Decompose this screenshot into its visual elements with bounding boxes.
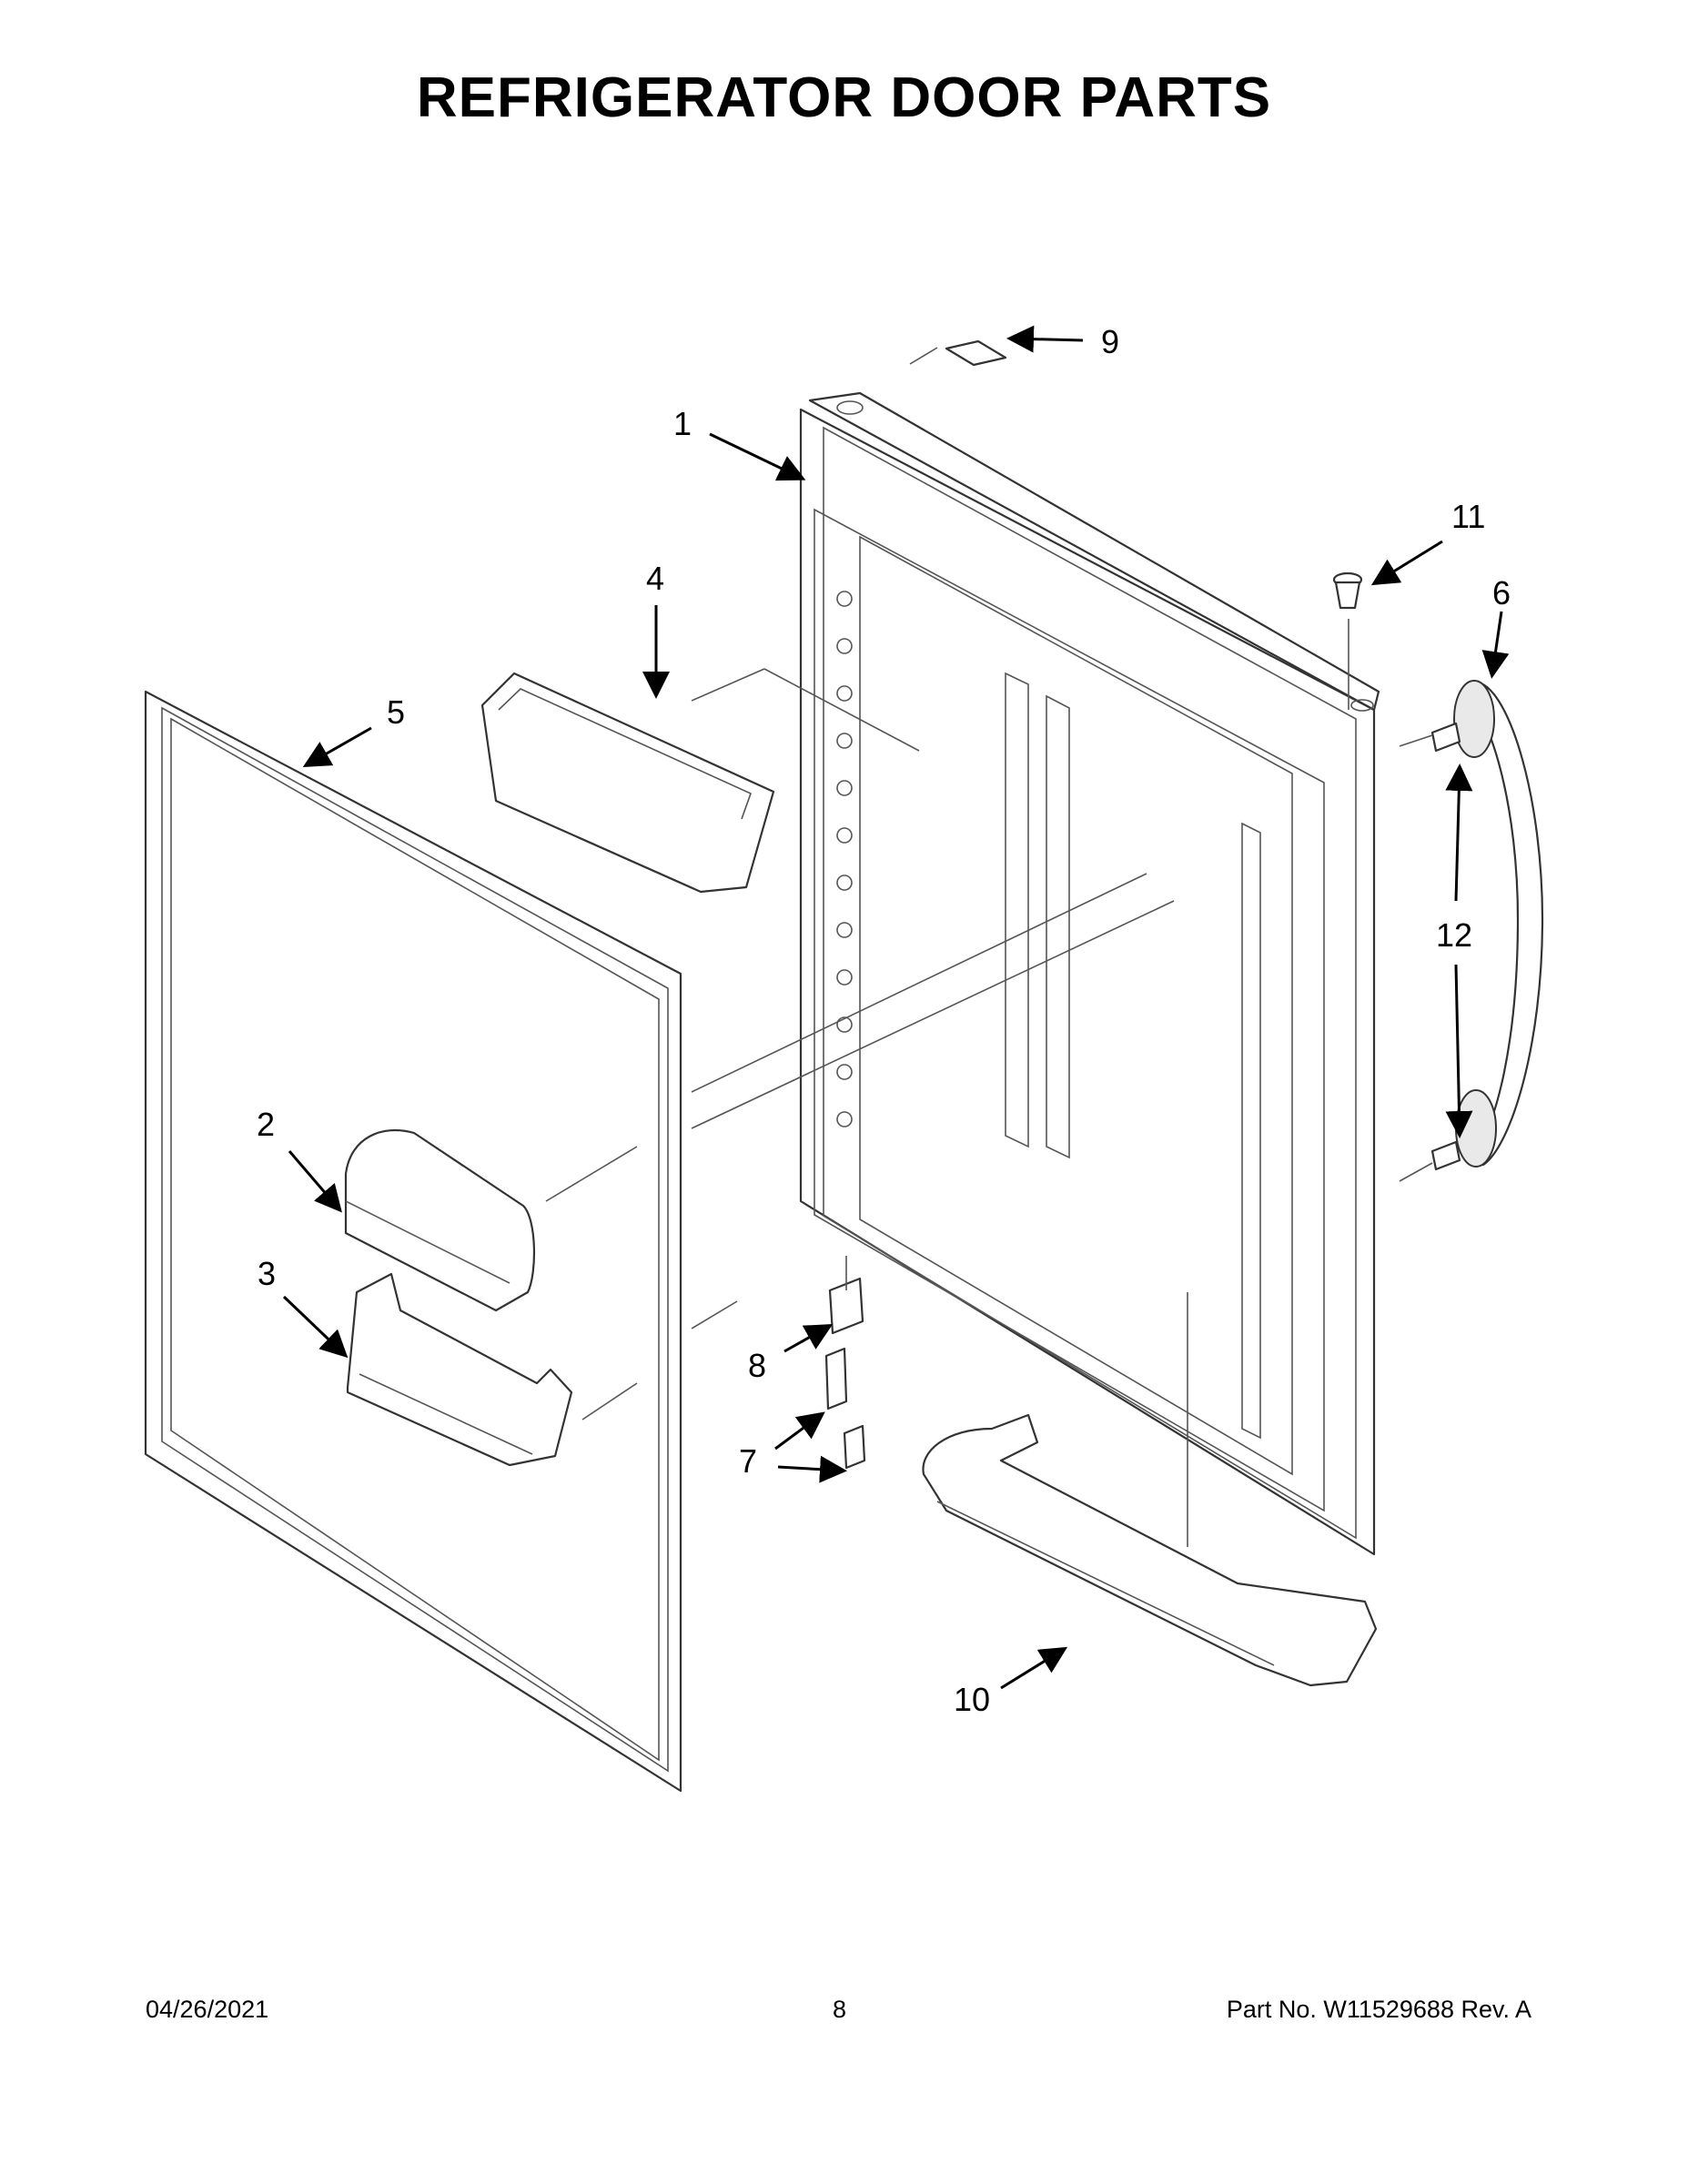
footer-part-number: Part No. W11529688 Rev. A (1226, 1996, 1531, 2023)
leader-arrows (282, 325, 1510, 1690)
door-liner (799, 391, 1380, 1556)
callout-7: 7 (739, 1442, 757, 1480)
callout-8: 8 (748, 1347, 766, 1384)
top-plug (945, 339, 1007, 367)
hinge-bracket (828, 1277, 864, 1335)
callout-11: 11 (1451, 498, 1485, 535)
bottom-door-bin (922, 1413, 1378, 1687)
callout-1: 1 (673, 405, 692, 442)
alignment-lines (545, 347, 1433, 1547)
footer-page-number: 8 (833, 1996, 847, 2023)
footer-date: 04/26/2021 (146, 1996, 269, 2023)
callout-9: 9 (1101, 323, 1119, 360)
page-title: REFRIGERATOR DOOR PARTS (416, 66, 1272, 129)
handle-screws (1430, 722, 1461, 1171)
callout-6: 6 (1492, 574, 1511, 612)
dispenser-cover (344, 1128, 536, 1312)
dispenser-tray (346, 1272, 573, 1467)
callout-4: 4 (646, 560, 664, 597)
hinge-bushing (1332, 571, 1363, 610)
door-bin (480, 672, 775, 894)
callout-2: 2 (257, 1106, 275, 1143)
shelf-bumps (836, 591, 853, 1127)
callout-10: 10 (954, 1681, 990, 1718)
callout-12: 12 (1436, 916, 1472, 954)
callout-3: 3 (258, 1255, 276, 1292)
callout-5: 5 (387, 693, 405, 731)
door-handle (1453, 680, 1544, 1168)
bracket-screws (824, 1347, 866, 1470)
